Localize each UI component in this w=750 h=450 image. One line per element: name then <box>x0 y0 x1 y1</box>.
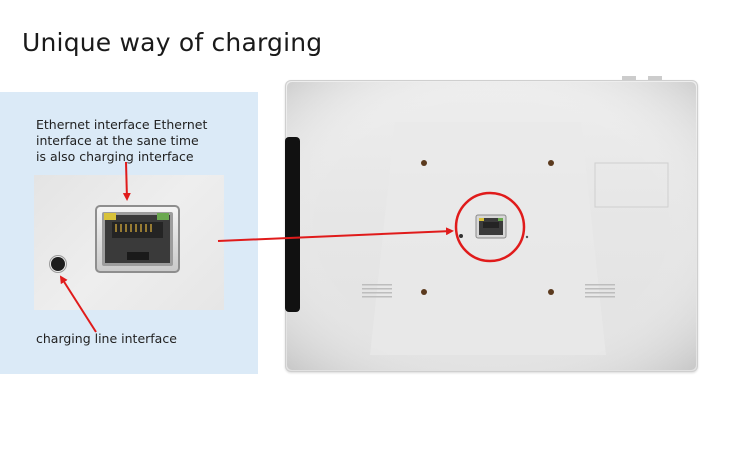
rj45-port-closeup-icon <box>95 205 180 273</box>
dc-jack-closeup-icon <box>49 255 67 273</box>
ethernet-callout-line-1: Ethernet interface Ethernet <box>36 117 208 132</box>
arrow-to-ethernet-port <box>122 161 131 201</box>
ethernet-callout-line-3: is also charging interface <box>36 149 194 164</box>
rj45-port-icon <box>475 214 507 239</box>
page-title: Unique way of charging <box>22 28 323 57</box>
arrow-to-device-port <box>217 227 454 242</box>
charging-callout-label: charging line interface <box>36 331 177 346</box>
ethernet-callout-label: Ethernet interface Ethernet interface at… <box>36 117 236 165</box>
highlight-circle <box>454 191 526 263</box>
arrow-to-charging-port <box>59 275 97 333</box>
ethernet-callout-line-2: interface at the sane time <box>36 133 199 148</box>
